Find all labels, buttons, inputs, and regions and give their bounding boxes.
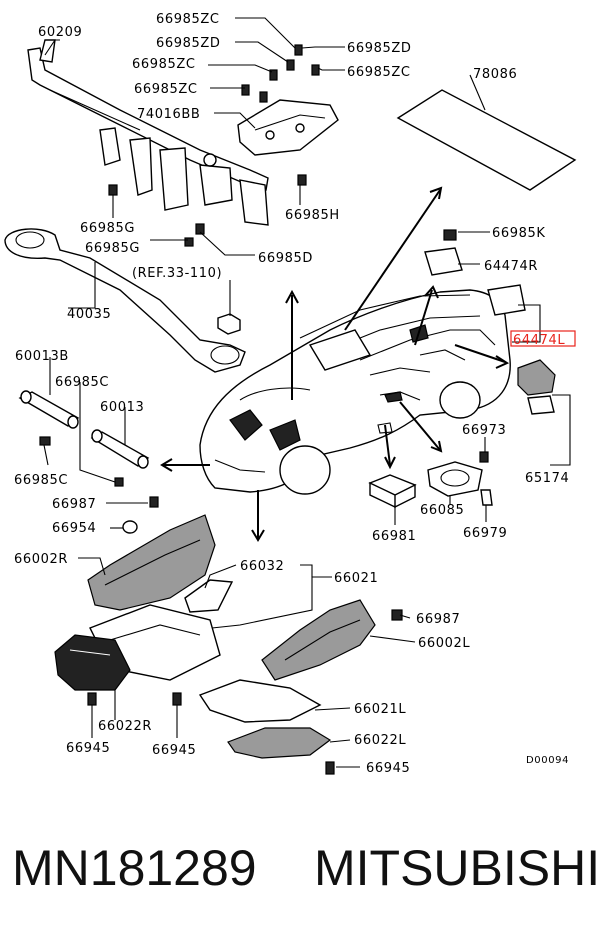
pad-66981 [368,474,417,509]
rubber-60013b [18,390,80,429]
car-body-outline [199,289,511,495]
label-65174: 65174 [525,471,569,486]
floor-mat-78086 [396,89,577,191]
label-66985zd-a: 66985ZD [156,36,220,51]
label-66985zc-c: 66985ZC [347,65,411,80]
bolt-group-top [108,44,320,247]
cover-66032 [184,579,234,613]
label-66985g-b: 66985G [85,241,140,256]
label-74016bb: 74016BB [137,107,200,122]
clip-66973 [479,451,489,463]
label-66985d: 66985D [258,251,313,266]
bracket-64474r [424,247,463,276]
steering-support-member [27,39,269,226]
footer-part-number: MN181289 [12,840,257,896]
label-64474l: 64474L [513,333,565,348]
screw-66987-right [391,609,403,621]
label-60209: 60209 [38,25,82,40]
label-66985c-a: 66985C [55,375,109,390]
grommet-66954 [122,520,138,534]
leader-lines [43,17,571,768]
bolt-66945-b [172,692,182,706]
clip-66985k [443,229,457,241]
panel-66021l [198,679,322,723]
label-66032: 66032 [240,559,284,574]
label-d00094: D00094 [526,755,569,766]
brace-bar-40035 [4,228,246,373]
splash-shield-66002r [87,514,216,611]
label-66979: 66979 [463,526,507,541]
label-64474r: 64474R [484,259,538,274]
direction-arrows [160,186,510,542]
footer-caption: MN181289 MITSUBISHI [0,838,600,908]
label-60013b: 60013B [15,349,69,364]
label-66987-a: 66987 [52,497,96,512]
label-66985c-b: 66985C [14,473,68,488]
label-66987-b: 66987 [416,612,460,627]
label-66985h: 66985H [285,208,340,223]
label-ref-33-110: (REF.33-110) [132,266,222,281]
label-60013: 60013 [100,400,144,415]
label-66022r: 66022R [98,719,152,734]
label-66985k: 66985K [492,226,545,241]
label-66021: 66021 [334,571,378,586]
clip-66979 [480,489,493,506]
label-66985zc-d: 66985ZC [134,82,198,97]
label-66002r: 66002R [14,552,68,567]
nut-ref-33-110 [217,313,241,335]
label-66985g-a: 66985G [80,221,135,236]
label-66085: 66085 [420,503,464,518]
label-66021l: 66021L [354,702,406,717]
label-66945-c: 66945 [366,761,410,776]
splash-shield-66002l [261,599,376,681]
screw-66987-left [149,496,159,508]
clip-65174-base [527,395,555,415]
label-66981: 66981 [372,529,416,544]
label-40035: 40035 [67,307,111,322]
bracket-64474l [487,284,526,316]
cover-65174 [517,359,556,396]
label-66002l: 66002L [418,636,470,651]
bolt-66945-c [325,761,335,775]
label-66985zd-b: 66985ZD [347,41,411,56]
bolt-66945-a [87,692,97,706]
plate-66085 [427,461,483,497]
part-labels: 60209 66985ZC 66985ZD 66985ZD 66985ZC 66… [14,12,576,776]
highlight-box-64474l [510,330,576,347]
label-66973: 66973 [462,423,506,438]
undercover-66022r [54,634,131,691]
clip-66985c-mid [114,477,124,487]
bracket-74016bb [237,99,339,156]
label-66954: 66954 [52,521,96,536]
label-66985zc-b: 66985ZC [132,57,196,72]
clip-66985c-left [39,436,51,446]
label-66985zc-a: 66985ZC [156,12,220,27]
label-66945-a: 66945 [66,741,110,756]
label-66022l: 66022L [354,733,406,748]
label-78086: 78086 [473,67,517,82]
undercover-66022l [227,727,332,759]
footer-brand-name: MITSUBISHI [314,840,600,896]
rubber-60013 [90,429,150,469]
label-66945-b: 66945 [152,743,196,758]
